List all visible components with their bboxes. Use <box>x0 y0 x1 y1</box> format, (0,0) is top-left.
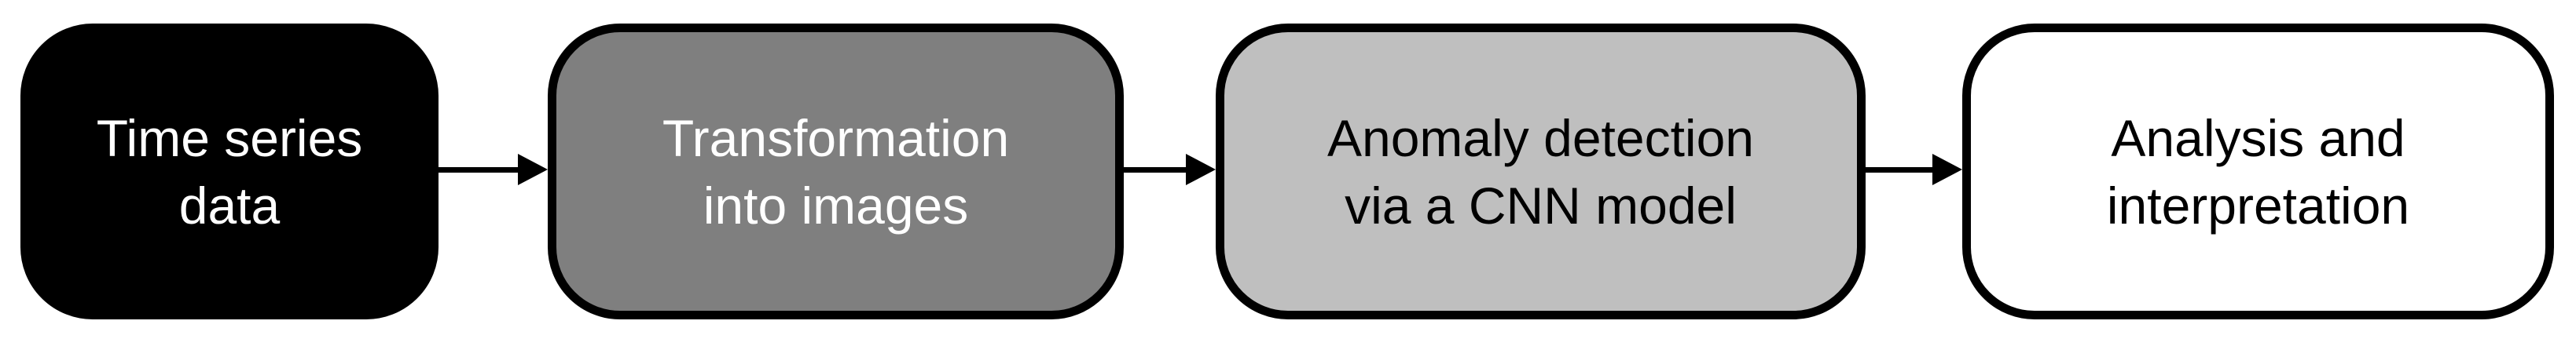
node-time-series-data-label: Time series data <box>96 108 363 235</box>
arrow-head-icon <box>1932 154 1962 185</box>
node-time-series-data: Time series data <box>20 24 439 319</box>
arrow-shaft <box>439 166 518 173</box>
arrow-head-icon <box>1186 154 1216 185</box>
arrow-shaft <box>1124 166 1186 173</box>
flow-arrow-3 <box>1865 154 1962 185</box>
node-analysis-interpretation: Analysis and interpretation <box>1962 24 2554 319</box>
arrow-shaft <box>1865 166 1932 173</box>
node-analysis-interpretation-label: Analysis and interpretation <box>2106 108 2410 235</box>
node-transformation-into-images: Transformation into images <box>548 24 1124 319</box>
flow-arrow-1 <box>439 154 548 185</box>
node-anomaly-detection-cnn-label: Anomaly detection via a CNN model <box>1327 108 1754 235</box>
arrow-head-icon <box>518 154 548 185</box>
node-anomaly-detection-cnn: Anomaly detection via a CNN model <box>1216 24 1866 319</box>
flow-arrow-2 <box>1124 154 1216 185</box>
node-transformation-into-images-label: Transformation into images <box>662 108 1010 235</box>
